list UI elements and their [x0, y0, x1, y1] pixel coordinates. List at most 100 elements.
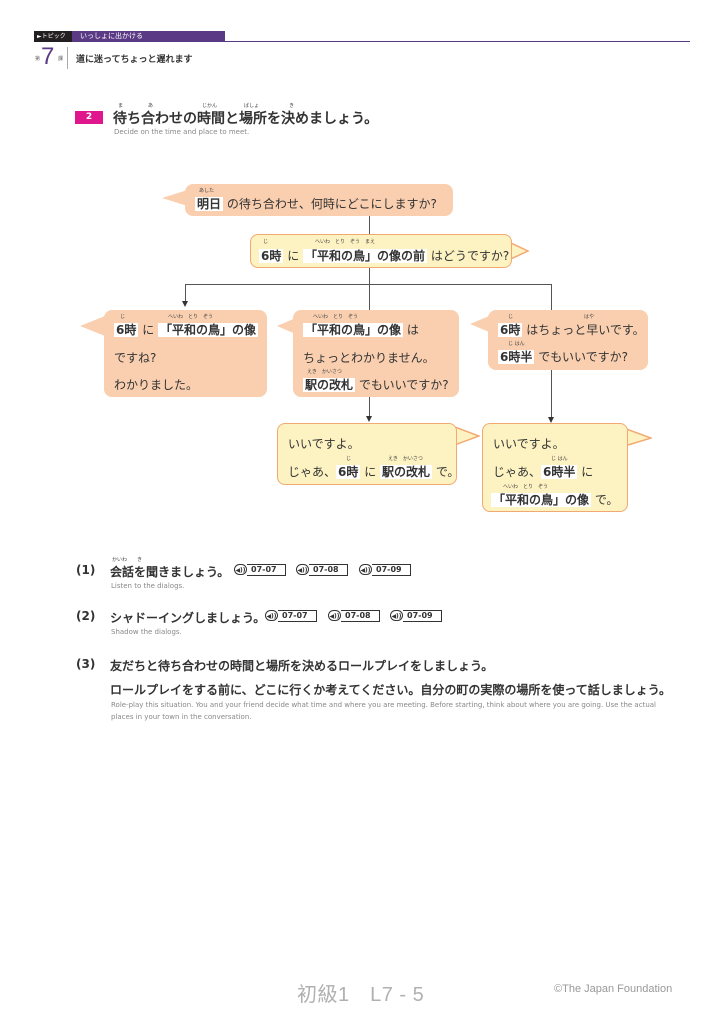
highlight: 6時 [498, 323, 523, 337]
copyright: ©The Japan Foundation [554, 983, 673, 995]
ruby: じ はん [551, 456, 568, 462]
lesson-title: 道に迷ってちょっと遅れます [76, 55, 193, 65]
audio-code: 07-09 [372, 563, 411, 576]
audio-button[interactable]: ◀))07-09 [359, 563, 411, 576]
highlight: 「平和の鳥」の像の前 [303, 249, 428, 263]
connector [185, 284, 186, 302]
highlight: 駅の改札 [380, 465, 433, 479]
ruby: き [289, 103, 295, 109]
connector [369, 216, 370, 236]
text: に [364, 465, 377, 479]
audio-code: 07-08 [341, 609, 380, 622]
answer-bubble-middle: へいわ とり ぞう 「平和の鳥」の像 は ちょっとわかりません。 えき かいさつ… [293, 310, 459, 397]
bubble-line: いいですよ。 [493, 437, 565, 451]
connector [369, 397, 370, 417]
highlight: 6時 [114, 323, 139, 337]
highlight: 「平和の鳥」の像 [158, 323, 259, 337]
bubble-line: 6時半 でもいいですか? [498, 348, 628, 365]
text: の待ち合わせ、何時にどこにしますか? [226, 197, 437, 211]
ruby: へいわ とり ぞう [313, 314, 359, 320]
ruby: じ はん [508, 341, 525, 347]
highlight: 6時 [336, 465, 361, 479]
speaker-icon: ◀)) [296, 564, 309, 575]
audio-button[interactable]: ◀))07-07 [234, 563, 286, 576]
text: じゃあ、 [493, 465, 542, 479]
arrow-down-icon [548, 417, 554, 423]
audio-button[interactable]: ◀))07-07 [265, 609, 317, 622]
arrow-down-icon [182, 301, 188, 307]
bubble-text: 明日 の待ち合わせ、何時にどこにしますか? [195, 195, 437, 212]
connector [551, 370, 552, 418]
answer-bubble-right: じ はや 6時 はちょっと早いです。 じ はん 6時半 でもいいですか? [488, 310, 648, 370]
task-instruction: 友だちと待ち合わせの時間と場所を決めるロールプレイをしましょう。 [110, 659, 494, 673]
ruby: はや [584, 314, 595, 320]
speaker-icon: ◀)) [234, 564, 247, 575]
audio-code: 07-07 [247, 563, 286, 576]
audio-code: 07-08 [309, 563, 348, 576]
bubble-text: 6時 に 「平和の鳥」の像の前 はどうですか? [259, 247, 509, 264]
highlight: 明日 [195, 197, 224, 211]
topic-title: いっしょに出かける [72, 31, 225, 42]
task-translation: Shadow the dialogs. [111, 628, 182, 636]
bubble-line: じゃあ、6時 に 駅の改札 で。 [288, 463, 459, 480]
audio-code: 07-07 [278, 609, 317, 622]
ruby: じ [508, 314, 514, 320]
text: はどうですか? [430, 249, 510, 263]
ruby: あした [199, 188, 215, 194]
header-divider [225, 41, 690, 42]
section-number-badge: 2 [75, 111, 103, 124]
task-instruction: シャドーイングしましょう。 [110, 611, 266, 625]
lesson-divider [67, 47, 68, 69]
lesson-ka: 課 [58, 56, 64, 62]
bubble-line: 「平和の鳥」の像 は [303, 321, 419, 338]
text: は [406, 323, 419, 337]
bubble-line: 6時 に 「平和の鳥」の像 [114, 321, 259, 338]
task-translation: Role-play this situation. You and your f… [111, 701, 656, 721]
question-bubble-2: じ へいわ とり ぞう まえ 6時 に 「平和の鳥」の像の前 はどうですか? [250, 234, 512, 268]
ruby: へいわ とり ぞう まえ [315, 239, 376, 245]
bubble-tail [452, 425, 480, 447]
ruby: へいわ とり ぞう [503, 484, 549, 490]
reply-bubble-middle: いいですよ。 じ えき かいさつ じゃあ、6時 に 駅の改札 で。 [277, 423, 459, 485]
text: に [142, 323, 155, 337]
ruby: あ [148, 103, 154, 109]
text: で。 [594, 493, 619, 507]
text: で。 [435, 465, 460, 479]
text: はちょっと早いです。 [526, 323, 645, 337]
highlight: 6時 [259, 249, 284, 263]
ruby: ばしょ [244, 103, 260, 109]
ruby: えき かいさつ [388, 456, 423, 462]
ruby: じ [263, 239, 269, 245]
text: じゃあ、 [288, 465, 337, 479]
section-title: 待ち合わせの時間と場所を決めましょう。 [113, 111, 379, 127]
topic-tag: ►トピック [34, 31, 72, 42]
text: でもいいですか? [358, 378, 449, 392]
connector [551, 284, 552, 310]
speaker-icon: ◀)) [390, 610, 403, 621]
question-bubble-1: あした 明日 の待ち合わせ、何時にどこにしますか? [185, 184, 453, 216]
bubble-line: ですね? [114, 351, 157, 365]
page-number: 初級1 L7 - 5 [297, 984, 425, 1006]
highlight: 駅の改札 [303, 378, 356, 392]
highlight: 6時半 [498, 350, 535, 364]
reply-bubble-right: いいですよ。 じ はん じゃあ、6時半 に へいわ とり ぞう 「平和の鳥」の像… [482, 423, 628, 512]
highlight: 「平和の鳥」の像 [303, 323, 404, 337]
task-number: (2) [76, 609, 96, 623]
task-instruction: 会話を聞きましょう。 [110, 565, 230, 579]
speaker-icon: ◀)) [328, 610, 341, 621]
bubble-line: ちょっとわかりません。 [303, 351, 435, 365]
task-translation: Listen to the dialogs. [111, 582, 185, 590]
bubble-line: いいですよ。 [288, 437, 360, 451]
connector [185, 284, 551, 285]
ruby: じ [120, 314, 126, 320]
task-number: (1) [76, 563, 96, 577]
connector [369, 268, 370, 310]
task-number: (3) [76, 657, 96, 671]
audio-button[interactable]: ◀))07-08 [296, 563, 348, 576]
lesson-dai: 第 [35, 56, 41, 62]
audio-button[interactable]: ◀))07-08 [328, 609, 380, 622]
ruby: へいわ とり ぞう [168, 314, 214, 320]
ruby: ま [118, 103, 124, 109]
audio-button[interactable]: ◀))07-09 [390, 609, 442, 622]
bubble-line: わかりました。 [114, 378, 199, 392]
